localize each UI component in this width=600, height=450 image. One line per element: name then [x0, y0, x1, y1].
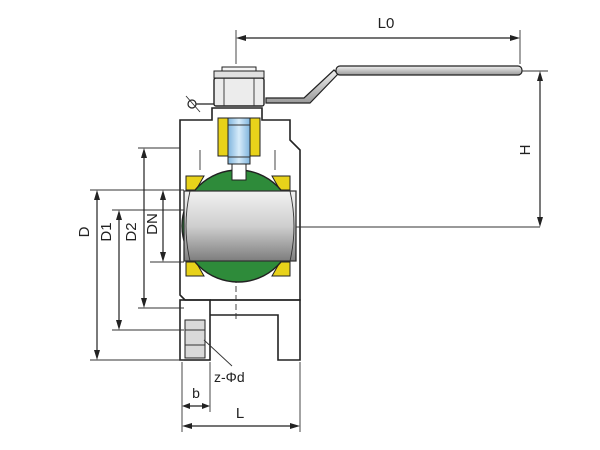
stem	[227, 117, 251, 181]
stem-nut	[213, 66, 265, 107]
left-extension-lines	[90, 147, 184, 361]
dim-DN: DN	[144, 190, 166, 262]
dim-L: L	[182, 362, 301, 432]
seat-bottom-right	[271, 261, 291, 277]
lever-handle	[185, 65, 523, 113]
label-b: b	[192, 385, 200, 401]
packing-left	[217, 117, 229, 157]
label-D: D	[76, 226, 93, 237]
dim-H: H	[517, 70, 548, 227]
dim-b: b	[181, 362, 211, 432]
bolt-hole	[184, 319, 206, 359]
bore	[183, 190, 297, 262]
label-z-phi-d: z-Φd	[214, 369, 245, 385]
dim-L0: L0	[235, 15, 521, 64]
label-L: L	[236, 405, 244, 422]
label-L0: L0	[378, 15, 395, 32]
packing-right	[249, 117, 261, 157]
dim-D: D	[76, 190, 100, 360]
seats	[185, 117, 291, 277]
dim-D2: D2	[123, 148, 147, 308]
dim-D1: D1	[98, 210, 122, 330]
label-D1: D1	[98, 222, 115, 241]
seat-bottom-left	[185, 261, 205, 277]
label-H: H	[517, 145, 534, 156]
dim-z-phi-d: z-Φd	[203, 339, 245, 385]
valve-body	[179, 107, 301, 361]
label-DN: DN	[144, 213, 161, 235]
label-D2: D2	[123, 222, 140, 241]
